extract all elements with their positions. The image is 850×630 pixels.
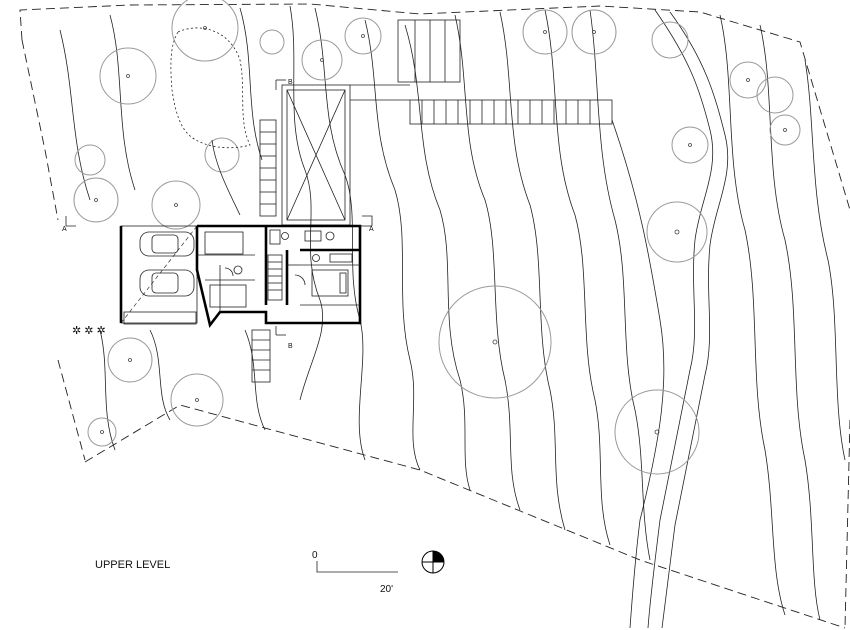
section-marker-a-right: A <box>369 226 374 233</box>
upper-deck-structures <box>259 19 613 217</box>
house-floor-plan <box>119 224 372 383</box>
property-boundary <box>19 3 850 629</box>
car-icon <box>139 231 195 257</box>
bed-icon <box>204 231 244 255</box>
north-arrow-icon <box>421 550 445 574</box>
section-marker-a-left: A <box>62 226 67 233</box>
svg-text:✲ ✲ ✲: ✲ ✲ ✲ <box>72 325 106 337</box>
trees <box>73 0 801 475</box>
scale-end-label: 20' <box>380 584 393 595</box>
section-marker-b-top: B <box>288 79 293 86</box>
contour-lines <box>59 5 846 621</box>
scale-bar: 0 20' <box>312 550 398 595</box>
car-icon <box>139 269 195 297</box>
section-marker-b-bottom: B <box>288 343 293 350</box>
shrub-symbols: ✲ ✲ ✲ <box>72 325 106 337</box>
garage <box>120 225 198 324</box>
garden-stone-wall <box>170 27 251 149</box>
bed-icon <box>209 284 247 308</box>
roof-plan <box>281 84 351 226</box>
section-markers: B B A A <box>62 79 374 350</box>
bed-icon <box>311 269 349 297</box>
drawing-title: UPPER LEVEL <box>95 559 170 571</box>
creek <box>611 9 729 629</box>
scale-start-label: 0 <box>312 550 318 561</box>
